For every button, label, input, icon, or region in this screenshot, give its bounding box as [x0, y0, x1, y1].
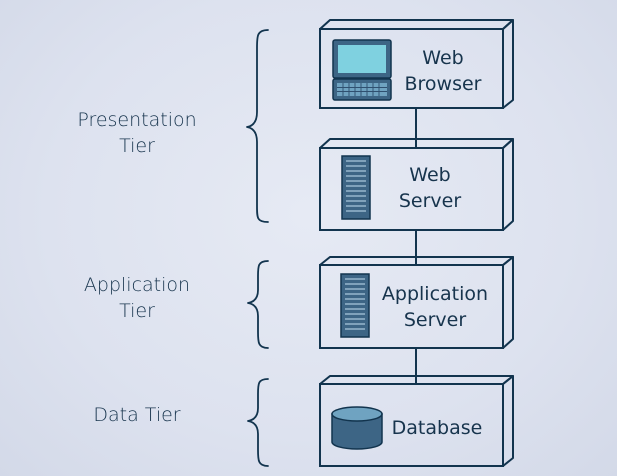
node-application-server-label-line1: Application	[382, 283, 488, 305]
tier-label-presentation: Presentation Tier	[77, 109, 196, 157]
node-web-server: Web Server	[319, 138, 514, 231]
node-application-server-label-line2: Server	[404, 309, 466, 331]
node-web-browser-label-line1: Web	[422, 47, 463, 69]
node-web-browser: Web Browser	[319, 19, 514, 109]
tier-label-application: Application Tier	[84, 274, 190, 322]
node-web-server-label-line2: Server	[399, 190, 461, 212]
server-rack-icon	[341, 155, 371, 220]
server-rack-icon	[340, 273, 370, 338]
tier-label-application-line1: Application	[84, 274, 190, 296]
node-database: Database	[319, 375, 514, 467]
node-application-server: Application Server	[319, 256, 514, 349]
tier-label-application-line2: Tier	[119, 300, 155, 322]
tier-label-data: Data Tier	[93, 404, 180, 426]
application-tier-brace	[247, 260, 269, 349]
data-tier-brace	[247, 378, 269, 467]
tier-label-presentation-line1: Presentation	[77, 109, 196, 131]
tier-label-data-line1: Data Tier	[93, 404, 180, 426]
database-cylinder-icon	[331, 406, 383, 450]
node-database-label: Database	[392, 417, 483, 439]
node-web-browser-label-line2: Browser	[405, 73, 482, 95]
tier-label-presentation-line2: Tier	[119, 135, 155, 157]
node-web-server-label-line1: Web	[409, 164, 450, 186]
presentation-tier-brace	[246, 29, 269, 223]
laptop-icon	[332, 39, 392, 101]
